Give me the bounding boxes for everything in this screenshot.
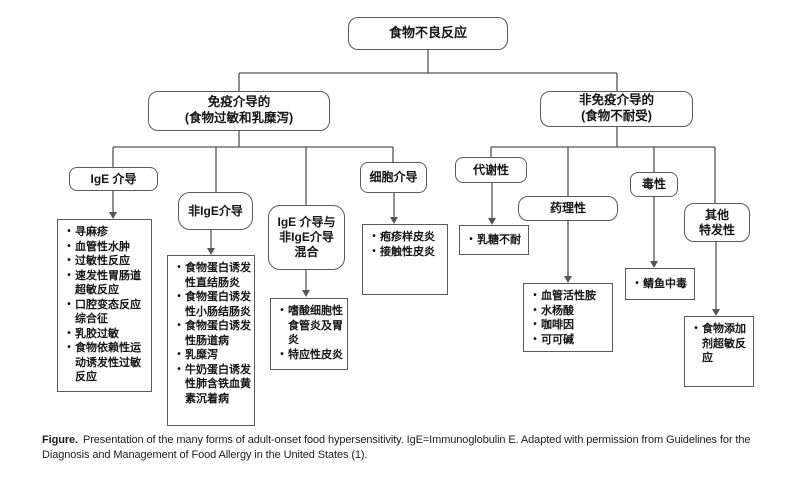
list-item: 咖啡因 xyxy=(529,318,609,333)
node-non-ige-mediated: 非IgE介导 xyxy=(178,192,253,230)
list-item: 食物依赖性运动诱发性过敏反应 xyxy=(63,341,148,385)
list-item: 乳胶过敏 xyxy=(63,327,148,342)
node-label: 食物不良反应 xyxy=(388,25,467,41)
node-metabolic: 代谢性 xyxy=(455,157,527,183)
node-label: 其他 特发性 xyxy=(698,207,735,237)
node-label: 代谢性 xyxy=(472,162,509,177)
node-pharmacologic: 药理性 xyxy=(518,196,618,221)
list-item: 乳糖不耐 xyxy=(465,233,525,248)
list-item: 可可碱 xyxy=(529,333,609,348)
mixed-mediated-list: 嗜酸细胞性食管炎及胃炎 特应性皮炎 xyxy=(270,298,348,370)
node-non-immune-mediated: 非免疫介导的 (食物不耐受) xyxy=(540,91,693,127)
node-label: 非IgE介导 xyxy=(188,203,243,218)
node-label: 药理性 xyxy=(549,201,586,215)
node-ige-mediated: IgE 介导 xyxy=(69,167,158,191)
node-other-idiopathic: 其他 特发性 xyxy=(684,203,750,242)
list-item: 食物添加剂超敏反应 xyxy=(690,322,750,366)
node-label: 免疫介导的 (食物过敏和乳糜泻) xyxy=(184,95,294,125)
list-item: 血管性水肿 xyxy=(63,240,148,255)
list-item: 食物蛋白诱发性肠道病 xyxy=(173,319,251,348)
list-item: 嗜酸细胞性食管炎及胃炎 xyxy=(276,304,344,348)
node-adverse-food-reaction: 食物不良反应 xyxy=(348,17,508,50)
node-cell-mediated: 细胞介导 xyxy=(360,162,427,193)
list-item: 口腔变态反应综合征 xyxy=(63,298,148,327)
list-item: 寻麻疹 xyxy=(63,225,148,240)
figure-caption: Figure.Presentation of the many forms of… xyxy=(42,433,779,463)
other-idiopathic-list: 食物添加剂超敏反应 xyxy=(684,316,754,387)
list-item: 特应性皮炎 xyxy=(276,348,344,363)
cell-mediated-list: 疱疹样皮炎 接触性皮炎 xyxy=(362,224,448,295)
metabolic-list: 乳糖不耐 xyxy=(459,225,529,255)
list-item: 鲭鱼中毒 xyxy=(631,277,691,292)
list-item: 过敏性反应 xyxy=(63,254,148,269)
node-label: IgE 介导 xyxy=(90,171,137,186)
list-item: 血管活性胺 xyxy=(529,289,609,304)
toxic-list: 鲭鱼中毒 xyxy=(625,268,695,300)
node-immune-mediated: 免疫介导的 (食物过敏和乳糜泻) xyxy=(148,91,330,131)
node-label: 细胞介导 xyxy=(369,170,418,184)
node-label: IgE 介导与 非IgE介导 混合 xyxy=(277,215,336,259)
node-label: 非免疫介导的 (食物不耐受) xyxy=(578,93,654,123)
list-item: 速发性胃肠道超敏反应 xyxy=(63,269,148,298)
pharmacologic-list: 血管活性胺 水杨酸 咖啡因 可可碱 xyxy=(523,283,613,352)
list-item: 接触性皮炎 xyxy=(368,245,444,260)
node-label: 毒性 xyxy=(641,177,666,191)
list-item: 疱疹样皮炎 xyxy=(368,230,444,245)
node-mixed-ige-non-ige: IgE 介导与 非IgE介导 混合 xyxy=(268,205,345,270)
list-item: 食物蛋白诱发性直结肠炎 xyxy=(173,261,251,290)
list-item: 牛奶蛋白诱发性肺含铁血黄素沉着病 xyxy=(173,363,251,407)
ige-mediated-list: 寻麻疹 血管性水肿 过敏性反应 速发性胃肠道超敏反应 口腔变态反应综合征 乳胶过… xyxy=(57,219,152,392)
non-ige-mediated-list: 食物蛋白诱发性直结肠炎 食物蛋白诱发性小肠结肠炎 食物蛋白诱发性肠道病 乳糜泻 … xyxy=(167,255,255,426)
figure-caption-text: Presentation of the many forms of adult-… xyxy=(42,434,751,461)
figure-caption-label: Figure. xyxy=(42,434,78,446)
list-item: 乳糜泻 xyxy=(173,348,251,363)
list-item: 食物蛋白诱发性小肠结肠炎 xyxy=(173,290,251,319)
node-toxic: 毒性 xyxy=(630,172,678,197)
list-item: 水杨酸 xyxy=(529,304,609,319)
